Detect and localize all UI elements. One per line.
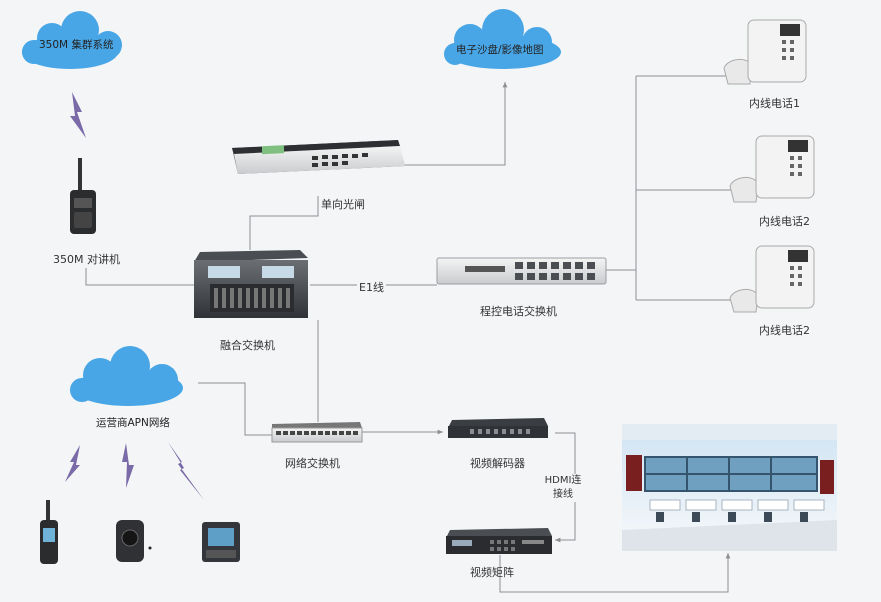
- e1-link-label: E1线: [357, 279, 386, 295]
- walkie-talkie-label: 350M 对讲机: [53, 253, 120, 266]
- video-decoder-label: 视频解码器: [470, 457, 525, 470]
- lightning-icon: [65, 445, 80, 482]
- phone3-label: 内线电话2: [759, 324, 810, 337]
- cloud-sandtable: [444, 9, 561, 69]
- wireless-icons: [65, 92, 204, 500]
- portable-terminal-icon: [202, 522, 240, 562]
- gateway-device-icon: [232, 140, 405, 174]
- link-apn-netswitch: [198, 382, 272, 436]
- link-fusion-gateway: [249, 196, 319, 250]
- link-walkie-fusion: [85, 268, 195, 286]
- apn-network-label: 运营商APN网络: [96, 417, 170, 429]
- video-matrix-label: 视频矩阵: [470, 566, 514, 579]
- phone-icon-2: [729, 135, 815, 203]
- link-gateway-sandtable: [405, 82, 508, 166]
- hdmi-link-label: HDMI连接线: [543, 474, 583, 502]
- cloud-apn: [70, 346, 183, 406]
- network-switch-label: 网络交换机: [285, 457, 340, 470]
- phone1-label: 内线电话1: [749, 97, 800, 110]
- network-switch-icon: [271, 422, 363, 443]
- body-camera-icon: [116, 520, 152, 562]
- link-matrix-videowall: [499, 553, 731, 593]
- pbx-device-icon: [436, 257, 607, 285]
- video-decoder-icon: [448, 418, 548, 438]
- lightning-icon: [70, 92, 86, 138]
- fusion-switch-icon: [194, 250, 308, 318]
- fusion-switch-label: 融合交换机: [220, 339, 275, 352]
- trunk-system-label: 350M 集群系统: [39, 39, 114, 51]
- cloud-trunk: [22, 11, 122, 69]
- phone-icon-3: [729, 245, 815, 313]
- phone2-label: 内线电话2: [759, 215, 810, 228]
- phone-icon-1: [723, 19, 807, 85]
- video-matrix-icon: [446, 528, 552, 554]
- sandtable-label: 电子沙盘/影像地图: [456, 44, 544, 56]
- police-radio-icon: [40, 500, 58, 564]
- lightning-icon: [122, 443, 134, 488]
- gateway-label: 单向光闸: [321, 198, 365, 211]
- video-wall-image: [622, 424, 837, 551]
- walkie-talkie-icon: [70, 158, 96, 234]
- pbx-label: 程控电话交换机: [480, 305, 557, 318]
- lightning-icon: [168, 442, 204, 500]
